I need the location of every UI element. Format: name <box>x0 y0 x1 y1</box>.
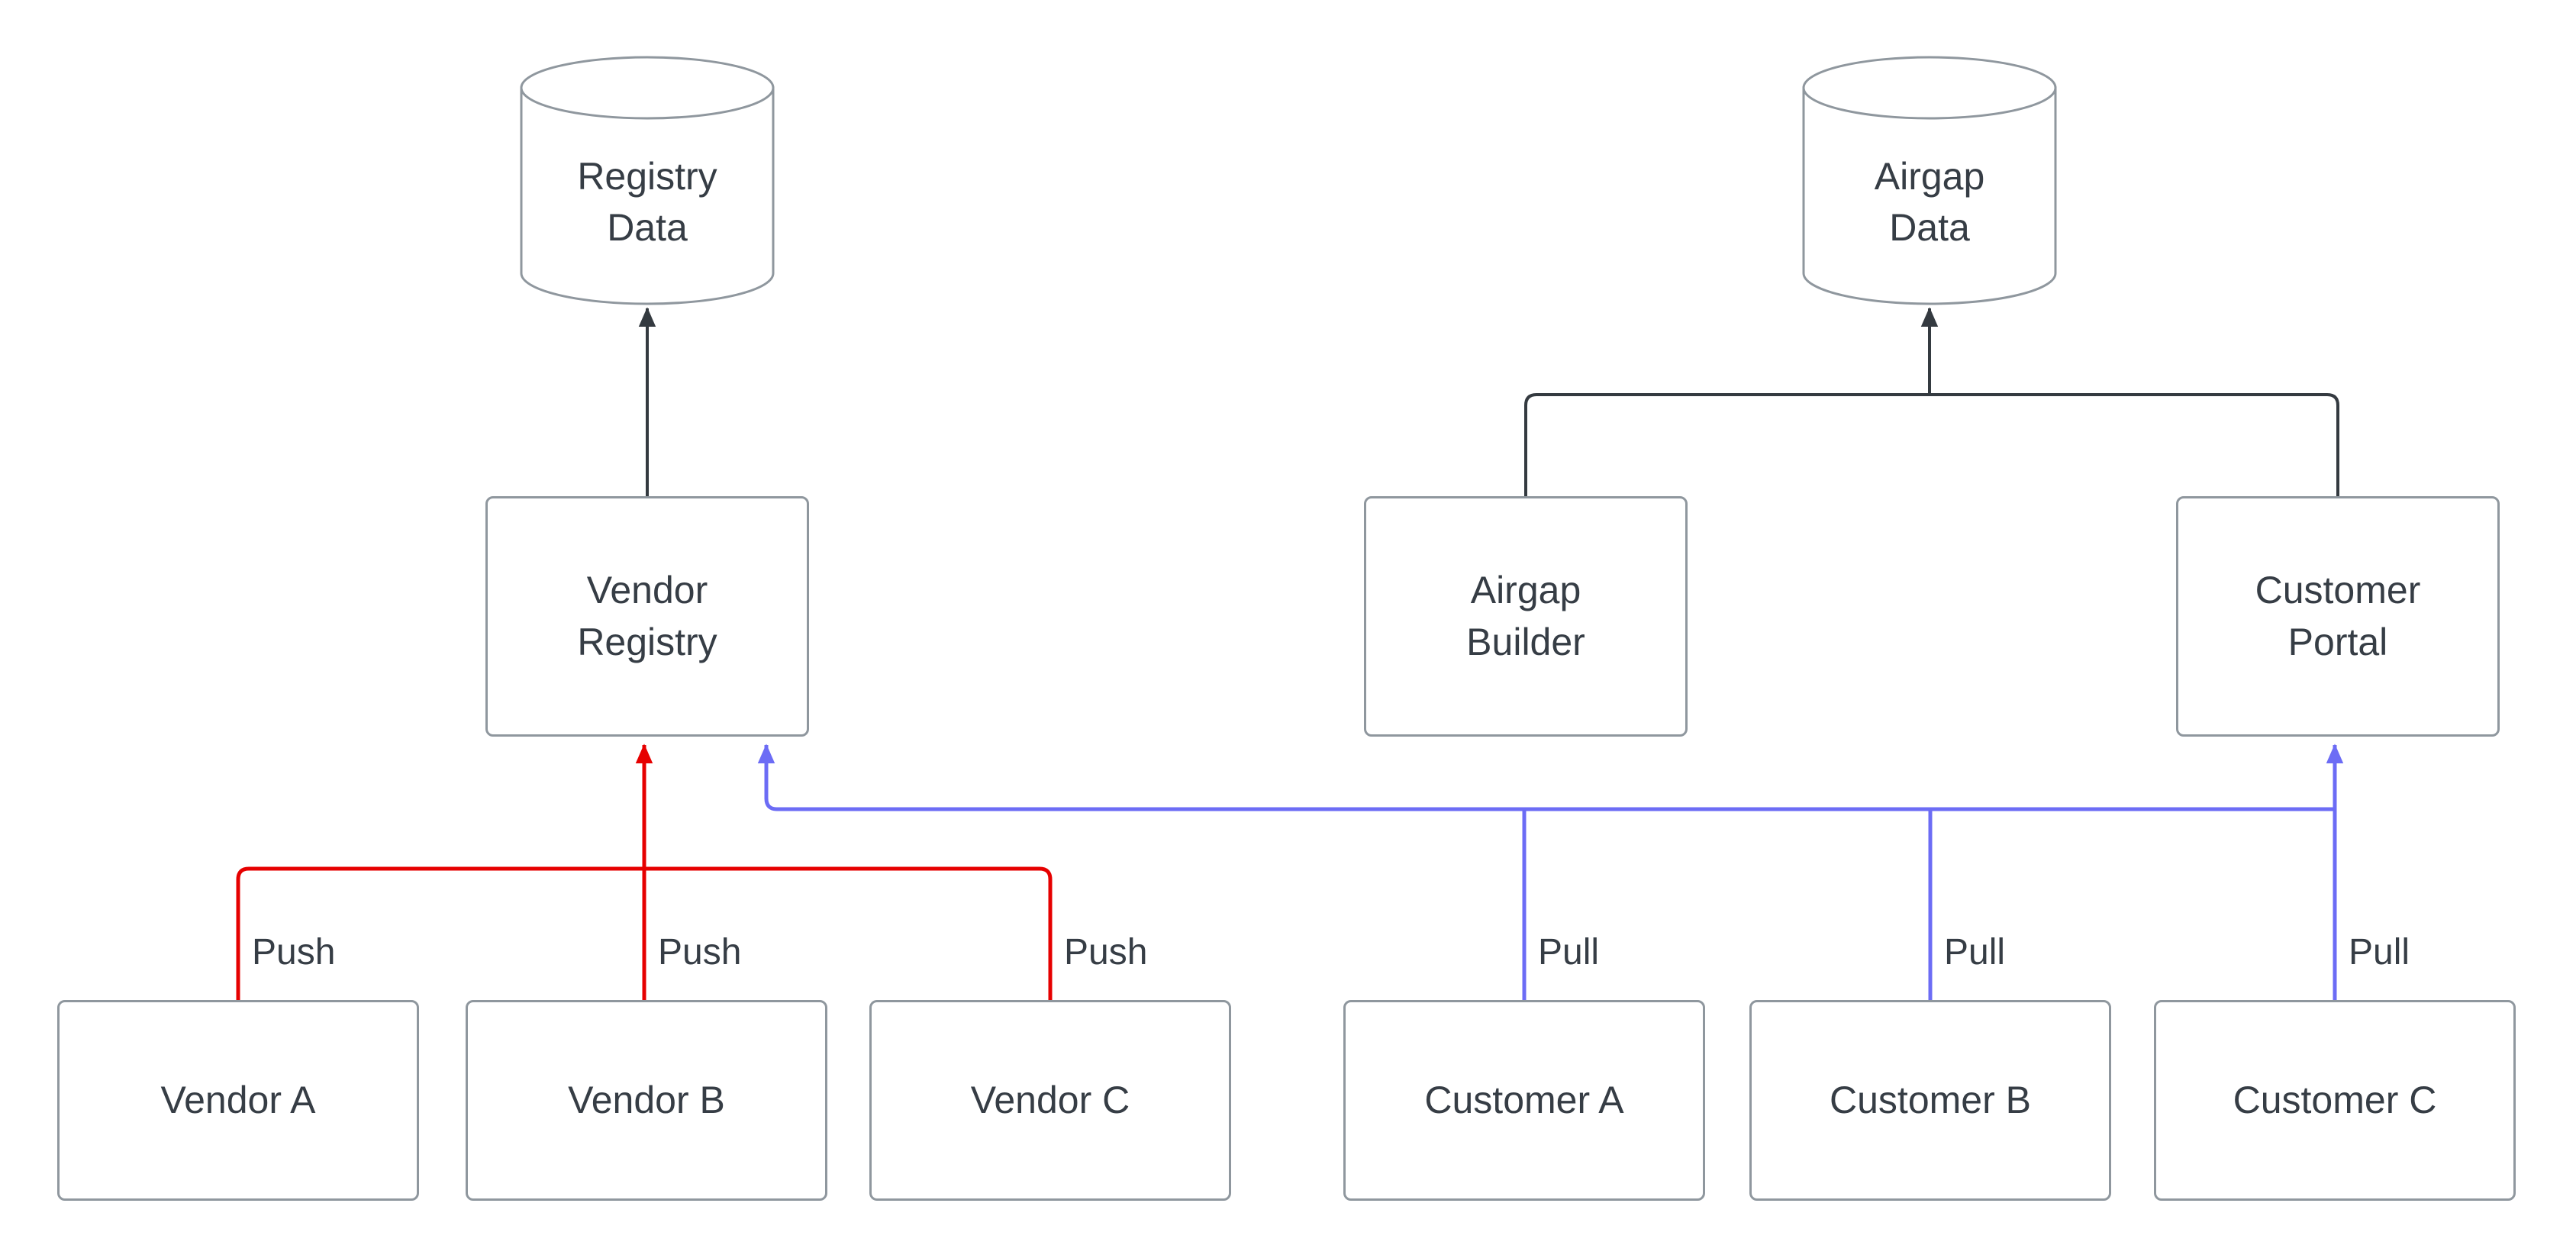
edge-label-pull-a: Pull <box>1538 932 1600 973</box>
node-vendor-a: Vendor A <box>57 1000 419 1201</box>
node-vendor-c: Vendor C <box>869 1000 1231 1201</box>
registry-data-cylinder-top <box>520 56 775 120</box>
node-vendor-b: Vendor B <box>466 1000 827 1201</box>
edge-label-push-c: Push <box>1064 932 1148 973</box>
edge-label-pull-b: Pull <box>1944 932 2006 973</box>
node-customer-portal: Customer Portal <box>2176 496 2500 737</box>
node-customer-b: Customer B <box>1749 1000 2111 1201</box>
registry-data-cylinder-body <box>520 86 775 305</box>
edge-pull-bus-to-vendor-registry <box>757 744 2335 811</box>
edge-customer-portal-to-junction <box>1930 393 2339 496</box>
node-airgap-data-label: Airgap Data <box>1874 154 1985 250</box>
edge-label-push-a: Push <box>252 932 336 973</box>
edge-label-pull-c: Pull <box>2349 932 2410 973</box>
node-vendor-registry: Vendor Registry <box>485 496 809 737</box>
edge-vendor-c-push <box>644 866 1053 1000</box>
airgap-data-cylinder-body <box>1802 86 2057 305</box>
node-registry-data-label: Registry Data <box>577 154 717 250</box>
edge-label-push-b: Push <box>658 932 742 973</box>
edge-vendor-a-push <box>236 866 644 1000</box>
airgap-data-cylinder-top <box>1802 56 2057 120</box>
node-customer-c: Customer C <box>2154 1000 2516 1201</box>
node-customer-a: Customer A <box>1343 1000 1705 1201</box>
edge-airgap-builder-to-junction <box>1524 393 1930 496</box>
node-airgap-builder: Airgap Builder <box>1364 496 1688 737</box>
